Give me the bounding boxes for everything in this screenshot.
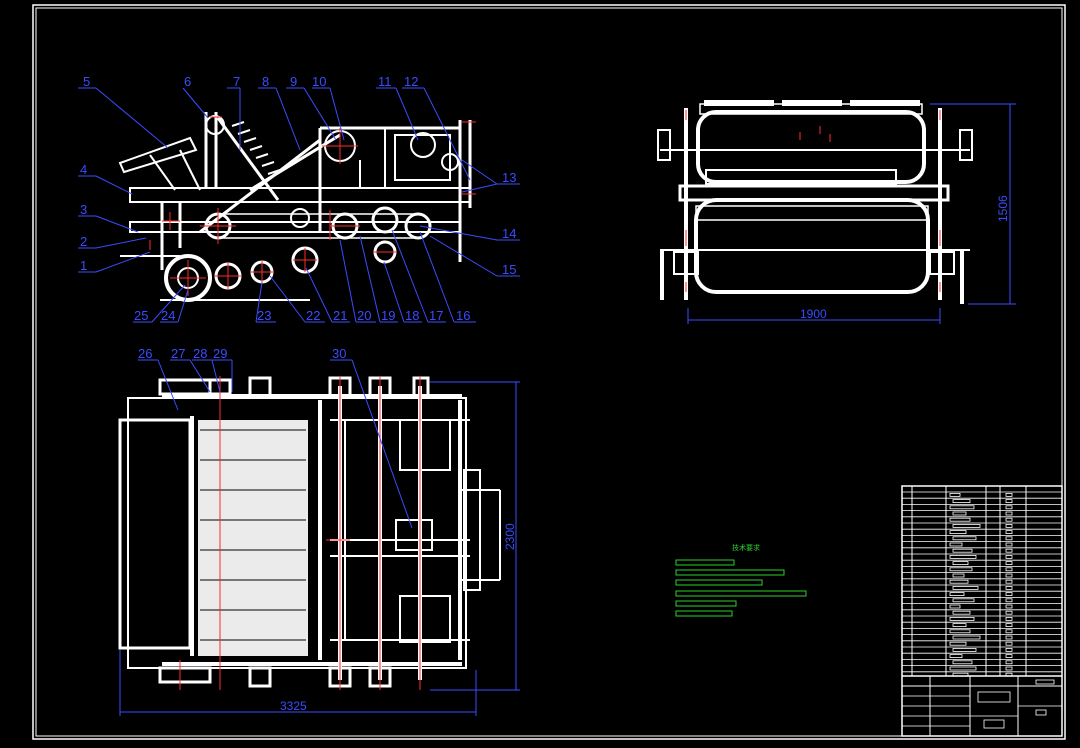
part-number-18: 18 [405,308,419,323]
part-number-16: 16 [456,308,470,323]
part-number-14: 14 [502,226,516,241]
part-number-11: 11 [378,74,392,89]
dimension-length-3325: 3325 [280,699,307,713]
part-number-29: 29 [213,346,227,361]
part-number-12: 12 [404,74,418,89]
part-number-22: 22 [306,308,320,323]
parts-list-table [901,485,1063,737]
part-number-9: 9 [290,74,297,89]
comb-band [190,416,308,656]
part-number-30: 30 [332,346,346,361]
part-number-17: 17 [429,308,443,323]
elevation-view: 5 6 7 8 9 10 11 12 13 4 3 2 1 14 15 25 2… [78,74,520,323]
dimension-width-1900: 1900 [800,307,827,321]
part-number-28: 28 [193,346,207,361]
plan-view: 26 27 28 29 30 3325 2300 [118,346,520,716]
inner-frame [35,7,1063,737]
tech-requirements-title: 技术要求 [732,543,760,552]
part-number-4: 4 [80,162,87,177]
part-number-2: 2 [80,234,87,249]
part-number-13: 13 [502,170,516,185]
part-number-27: 27 [171,346,185,361]
part-number-6: 6 [184,74,191,89]
tine-blocks [344,419,451,643]
part-number-7: 7 [233,74,240,89]
part-number-23: 23 [257,308,271,323]
part-number-10: 10 [312,74,326,89]
part-number-8: 8 [262,74,269,89]
part-number-19: 19 [381,308,395,323]
part-number-25: 25 [134,308,148,323]
part-number-3: 3 [80,202,87,217]
part-number-5: 5 [83,74,90,89]
technical-requirements: 技术要求 [675,543,807,617]
part-number-24: 24 [161,308,175,323]
part-number-15: 15 [502,262,516,277]
part-number-20: 20 [357,308,371,323]
dimension-height-1506: 1506 [996,195,1010,222]
part-number-1: 1 [80,258,87,273]
part-number-26: 26 [138,346,152,361]
outer-frame [32,4,1066,740]
side-view: 1900 1506 [657,100,1016,324]
dimension-width-2300: 2300 [503,523,517,550]
part-number-21: 21 [333,308,347,323]
